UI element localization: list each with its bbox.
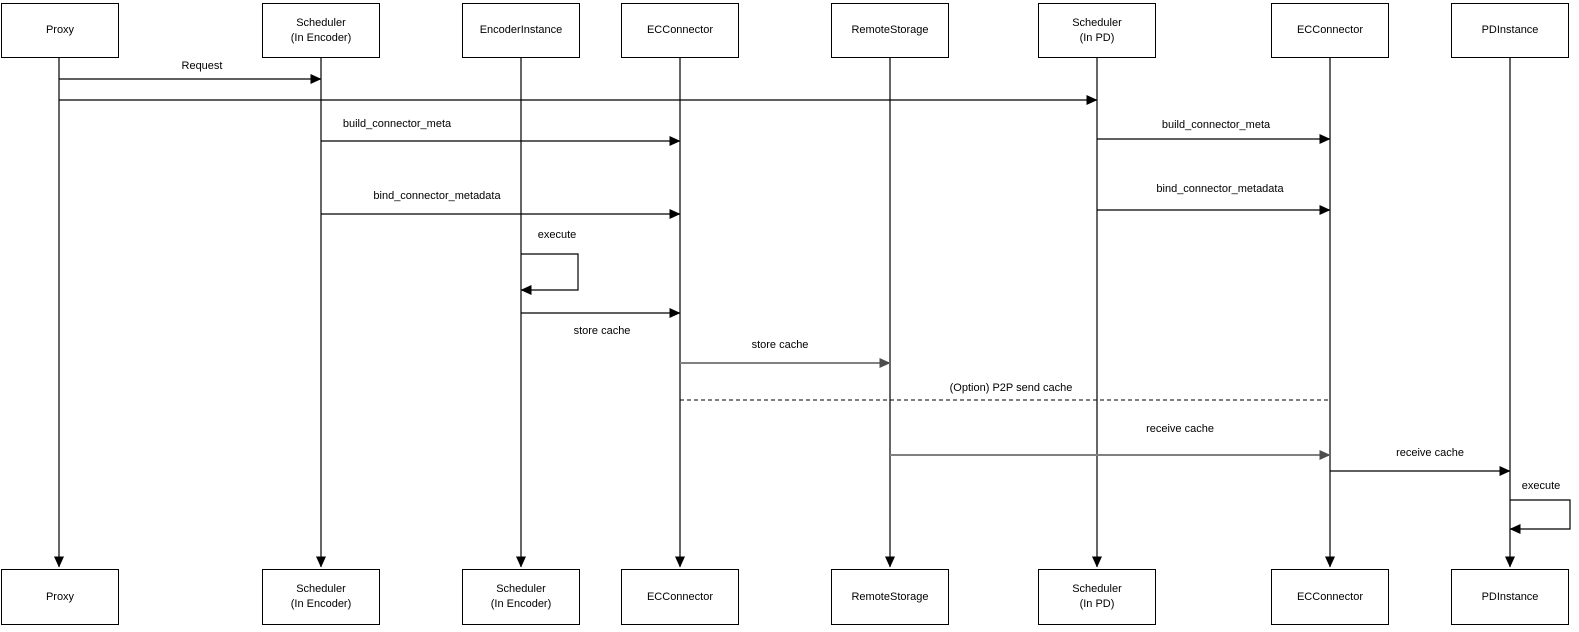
message-label-p2p-send-cache: (Option) P2P send cache [947,382,1075,394]
participant-bottom-scheduler-pd: Scheduler (In PD) [1038,569,1156,625]
self-message-execute-pd [1509,499,1571,534]
message-label-build-connector-meta-left: build_connector_meta [340,118,454,130]
participant-top-pd-instance: PDInstance [1451,3,1569,58]
message-label-bind-connector-metadata-left: bind_connector_metadata [371,190,503,202]
participant-top-ec-connector-pd: ECConnector [1271,3,1389,58]
message-label-bind-connector-metadata-right: bind_connector_metadata [1154,183,1286,195]
participant-bottom-encoder-instance: Scheduler (In Encoder) [462,569,580,625]
participant-top-remote-storage: RemoteStorage [831,3,949,58]
message-label-receive-cache-left: receive cache [1144,423,1216,435]
message-label-store-cache-remote: store cache [749,339,811,351]
message-label-execute-encoder: execute [535,229,579,241]
participant-top-scheduler-encoder: Scheduler (In Encoder) [262,3,380,58]
message-label-receive-cache-right: receive cache [1394,447,1466,459]
participant-top-encoder-instance: EncoderInstance [462,3,580,58]
participant-bottom-proxy: Proxy [1,569,119,625]
participant-bottom-ec-connector: ECConnector [621,569,739,625]
message-label-request: Request [179,60,225,72]
participant-top-scheduler-pd: Scheduler (In PD) [1038,3,1156,58]
participant-bottom-remote-storage: RemoteStorage [831,569,949,625]
participant-top-ec-connector: ECConnector [621,3,739,58]
message-label-build-connector-meta-right: build_connector_meta [1159,119,1273,131]
participant-bottom-pd-instance: PDInstance [1451,569,1569,625]
participant-top-proxy: Proxy [1,3,119,58]
participant-bottom-ec-connector-pd: ECConnector [1271,569,1389,625]
self-message-execute-encoder [520,253,579,295]
message-label-store-cache-encoder: store cache [571,325,633,337]
message-label-execute-pd: execute [1519,480,1563,492]
participant-bottom-scheduler-encoder: Scheduler (In Encoder) [262,569,380,625]
